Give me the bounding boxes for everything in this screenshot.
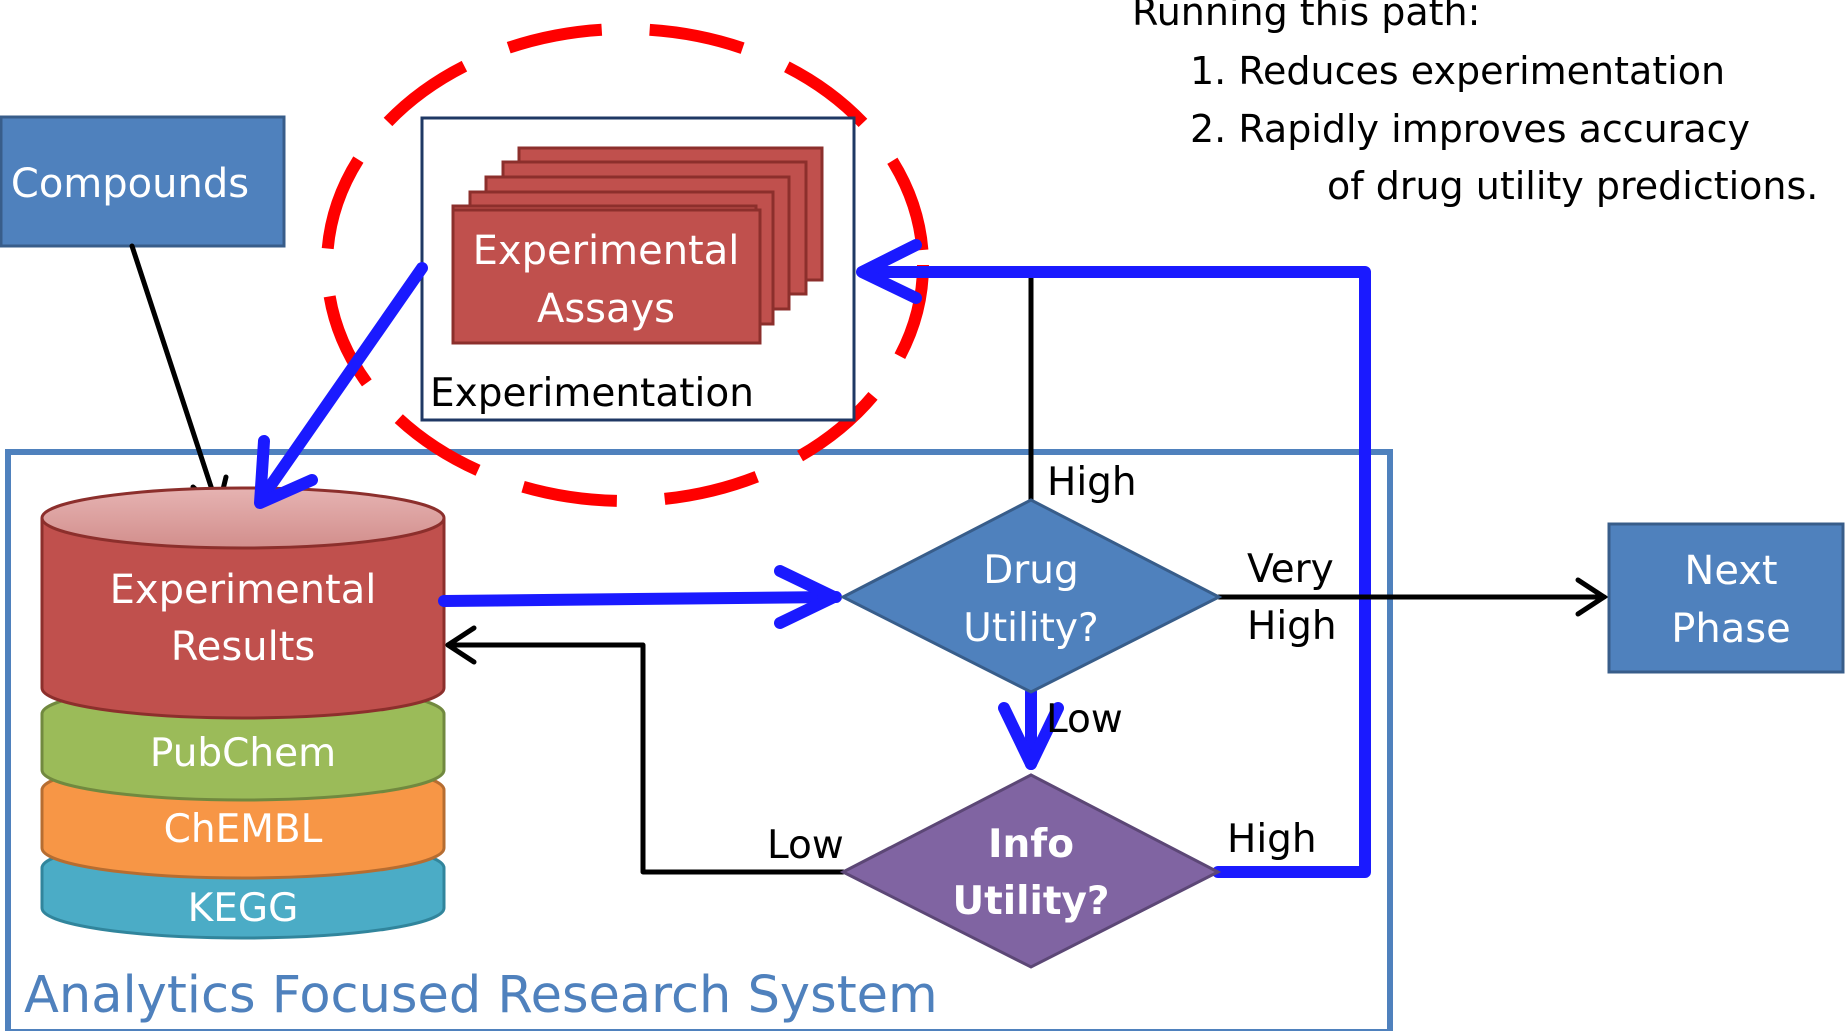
compounds-box	[0, 115, 286, 248]
experimentation-label: Experimentation	[430, 371, 754, 416]
note-item-2: 2. Rapidly improves accuracy	[1190, 107, 1750, 151]
note-item-2-continued: of drug utility predictions.	[1327, 164, 1818, 208]
drug-utility-line1: Drug	[983, 548, 1079, 593]
next-phase-line1: Next	[1684, 548, 1777, 594]
edge-label-low-drug: Low	[1046, 697, 1123, 742]
drug-utility-line2: Utility?	[963, 606, 1098, 651]
arrow-info-utility-to-assays	[856, 239, 1371, 878]
arrow-results-to-drug-utility	[438, 565, 842, 629]
results-label-line1: Experimental	[110, 567, 377, 613]
info-utility-line2: Utility?	[952, 879, 1109, 924]
edge-label-low-info: Low	[767, 823, 844, 868]
arrow-info-utility-to-results	[445, 625, 846, 875]
arrow-compounds-to-results	[129, 243, 229, 515]
highlight-ellipse	[321, 23, 929, 507]
pubchem-label: PubChem	[150, 731, 336, 776]
kegg-label: KEGG	[188, 886, 299, 931]
chembl-label: ChEMBL	[164, 807, 323, 852]
arrow-drug-utility-to-next-phase	[1216, 577, 1609, 617]
next-phase-line2: Phase	[1671, 606, 1790, 652]
database-cylinder	[40, 486, 446, 940]
edge-label-very: Very	[1247, 547, 1334, 592]
assays-label-line2: Assays	[537, 286, 675, 332]
assays-front-card	[451, 208, 762, 345]
system-label: Analytics Focused Research System	[24, 966, 938, 1025]
edge-label-high-info: High	[1227, 817, 1317, 862]
note-heading: Running this path:	[1132, 0, 1480, 34]
edge-label-very-high: High	[1247, 604, 1337, 649]
note-item-1: 1. Reduces experimentation	[1190, 49, 1725, 93]
drug-utility-decision	[839, 498, 1223, 694]
system-boundary	[5, 449, 1393, 1031]
edge-label-high-top: High	[1047, 460, 1137, 505]
info-utility-line1: Info	[988, 822, 1074, 867]
info-utility-decision	[839, 773, 1222, 969]
compounds-label: Compounds	[11, 161, 249, 207]
assays-label-line1: Experimental	[473, 228, 740, 274]
results-label-line2: Results	[171, 624, 315, 670]
arrow-experimentation-to-results	[254, 262, 428, 509]
next-phase-box	[1607, 522, 1845, 674]
arrow-drug-to-info-utility	[998, 686, 1064, 770]
